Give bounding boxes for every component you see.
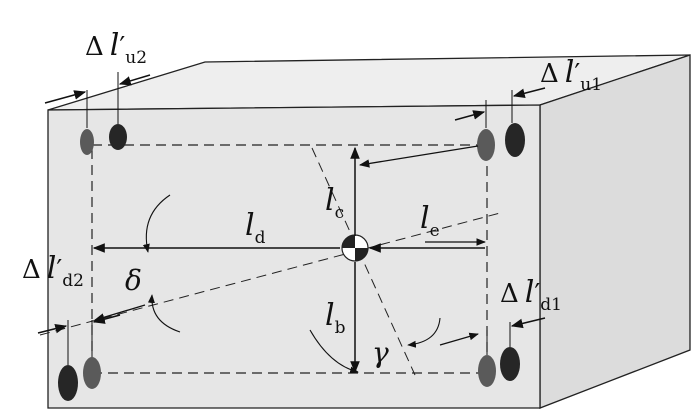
bolt-top-right-outer [477,129,495,161]
bolt-top-right-inner [505,123,525,157]
dim-u1-arrow-right [512,87,546,98]
label-gamma-angle: γ [372,336,389,369]
box-side-face [539,54,691,409]
dim-d1-arrow-right [510,317,546,329]
gamma-arc-left [309,329,359,374]
center-point-fill [342,235,355,248]
bolt-bottom-right-inner [500,347,520,381]
label-lb: lb [325,298,346,338]
label-delta-angle: δ [125,264,142,297]
bolt-bottom-left-inner [58,365,78,401]
bolt-rectangle-dashed [91,144,488,374]
dim-d2-arrow-right [92,314,121,324]
label-ld: ld [245,208,266,248]
bolt-top-left-inner [109,124,127,150]
gamma-arc-right [407,317,441,348]
box-front-face [47,104,541,409]
delta-arc-upper [142,194,171,253]
bolt-bottom-left-outer [83,357,101,389]
bolt-bottom-right-outer [478,355,496,387]
label-le: le [420,201,440,241]
center-point-fill-2 [355,248,368,261]
center-line-steep [311,147,416,376]
bolt-top-left-outer [80,129,94,155]
dim-u2-arrow-left [44,90,87,104]
label-lc: lc [325,183,344,223]
arrow-bolt-to-lc [358,145,479,168]
dim-u2-arrow-right [118,74,151,86]
dim-u1-arrow-left [454,110,486,121]
delta-arc-lower [147,294,181,333]
dim-d2-arrow-left [37,323,68,334]
arrow-bolt-bottom-right [439,332,479,346]
